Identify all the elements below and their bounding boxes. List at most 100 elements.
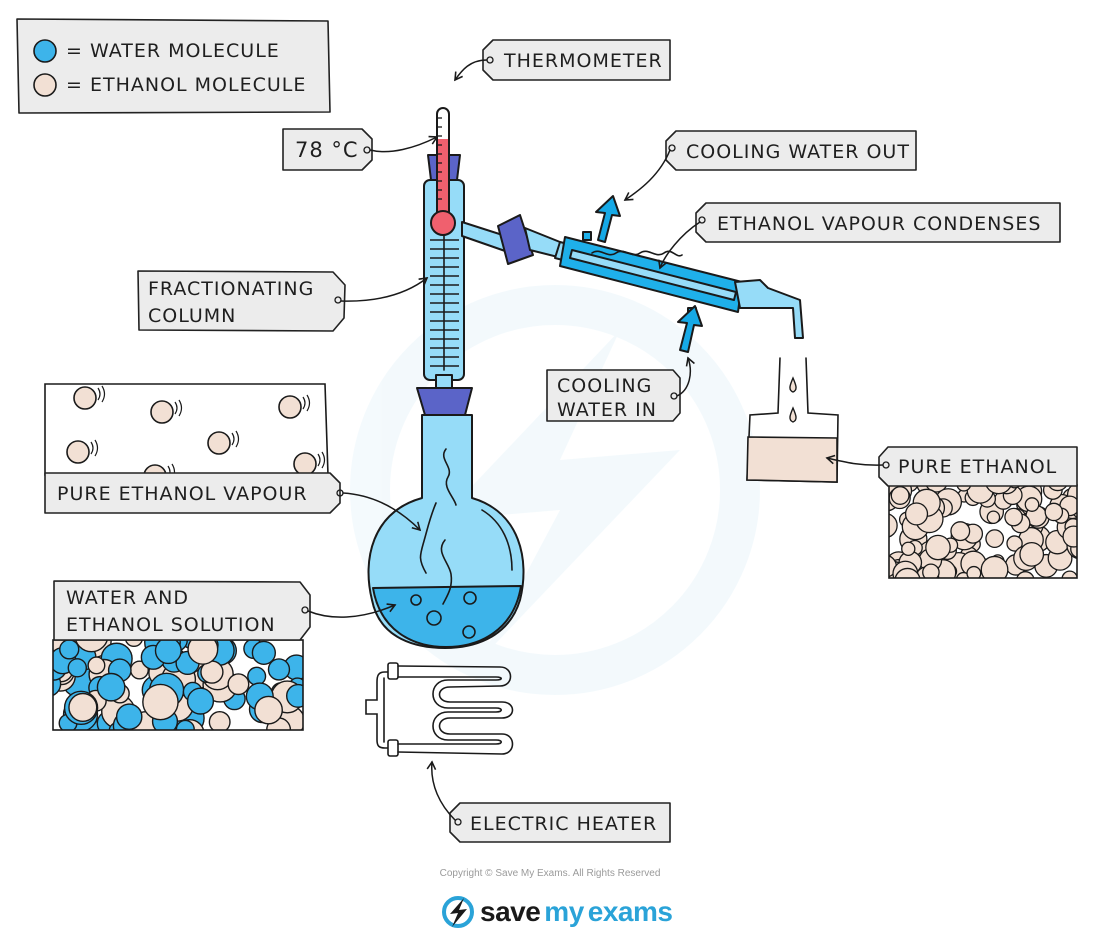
solution-molecule	[68, 692, 98, 722]
ethanol-molecule	[894, 567, 921, 578]
motion-line	[321, 451, 326, 469]
solution-molecule	[285, 683, 303, 708]
solution-molecule	[186, 687, 215, 715]
solution-molecule	[267, 658, 291, 681]
water-in-arrow	[677, 305, 703, 353]
copyright-text: Copyright © Save My Exams. All Rights Re…	[439, 868, 661, 879]
temperature-text: 78 °C	[295, 138, 359, 162]
solution-molecule	[87, 656, 106, 675]
ethanol-molecule-icon	[73, 386, 97, 410]
ethanol-molecule	[904, 502, 929, 526]
solution-molecule	[75, 640, 108, 653]
ethanol-molecule	[889, 513, 898, 538]
solution-molecule	[254, 695, 283, 725]
solution-molecule	[227, 673, 250, 696]
ethanol-molecule	[1016, 571, 1035, 578]
cooling-water-in-line2: WATER IN	[557, 399, 657, 421]
ethanol-molecule	[1044, 502, 1064, 522]
watermark-logo	[350, 285, 760, 695]
motion-line	[97, 387, 101, 401]
round-bottom-flask	[367, 414, 525, 649]
motion-line	[178, 399, 183, 417]
motion-line	[90, 441, 94, 455]
legend: = WATER MOLECULE = ETHANOL MOLECULE	[16, 18, 331, 114]
ethanol-molecule	[966, 565, 982, 578]
solution-text-line2: ETHANOL SOLUTION	[66, 614, 276, 636]
solution-molecule	[67, 658, 88, 678]
solution-molecule	[251, 640, 277, 665]
thermometer-text: THERMOMETER	[503, 50, 663, 72]
ethanol-molecule-icon	[66, 440, 90, 464]
cooling-water-out-text: COOLING WATER OUT	[686, 141, 910, 163]
fractionating-text-line1: FRACTIONATING	[148, 278, 314, 300]
ethanol-vapour-box: PURE ETHANOL VAPOUR	[44, 383, 422, 532]
cooling-water-in-label: COOLING WATER IN	[546, 356, 695, 422]
ethanol-molecule	[980, 555, 1009, 578]
condenser-stopper	[497, 214, 534, 265]
solution-molecule	[208, 710, 231, 730]
water-out-arrow	[595, 195, 621, 243]
logo-word-save: save	[480, 896, 541, 927]
motion-line	[101, 385, 106, 403]
fractionating-column-label: FRACTIONATING COLUMN	[137, 270, 429, 332]
legend-water-label: = WATER MOLECULE	[66, 40, 280, 62]
ethanol-vapour-condenses-label: ETHANOL VAPOUR CONDENSES	[657, 202, 1061, 270]
ethanol-molecule	[925, 534, 951, 561]
ethanol-molecule	[985, 485, 1013, 495]
electric-heater-text: ELECTRIC HEATER	[470, 813, 657, 835]
cooling-water-out-label: COOLING WATER OUT	[623, 130, 917, 201]
ethanol-molecule	[901, 541, 916, 557]
ethanol-molecule-icon	[150, 400, 174, 424]
solution-molecule	[96, 672, 126, 702]
ethanol-molecule-icon	[33, 73, 57, 97]
thermometer	[430, 107, 456, 236]
solution-molecule	[59, 640, 80, 660]
motion-line	[306, 394, 311, 412]
motion-line	[302, 396, 306, 410]
ethanol-molecule	[985, 529, 1005, 549]
collection-vessel	[746, 357, 839, 483]
ethanol-molecule	[1019, 541, 1045, 567]
ethanol-molecule	[890, 486, 910, 505]
solution-molecule	[124, 640, 143, 648]
lightning-logo-icon	[442, 896, 474, 928]
ethanol-molecule	[986, 510, 1001, 525]
ethanol-molecule	[1024, 497, 1040, 512]
motion-line	[231, 432, 235, 446]
electric-heater-label: ELECTRIC HEATER	[426, 760, 671, 843]
ethanol-molecule	[1006, 535, 1023, 552]
ethanol-molecule	[1062, 525, 1077, 548]
motion-line	[94, 439, 99, 457]
liebig-condenser	[524, 227, 804, 339]
ethanol-molecule-icon	[207, 431, 231, 455]
save-my-exams-logo[interactable]: save my exams	[440, 892, 673, 932]
pure-ethanol-vapour-text: PURE ETHANOL VAPOUR	[57, 483, 308, 505]
motion-line	[235, 430, 240, 448]
logo-word-my: my	[544, 896, 584, 927]
thermometer-label: THERMOMETER	[454, 39, 671, 82]
pure-ethanol-text: PURE ETHANOL	[898, 456, 1057, 478]
logo-word-exams: exams	[587, 896, 673, 927]
solution-molecule	[115, 703, 143, 730]
solution-molecule	[154, 640, 182, 665]
solution-molecule	[247, 666, 267, 686]
ethanol-molecule	[922, 563, 940, 578]
legend-ethanol-label: = ETHANOL MOLECULE	[66, 74, 306, 96]
solution-molecule	[142, 683, 179, 721]
solution-text-line1: WATER AND	[66, 587, 189, 609]
motion-line	[317, 453, 321, 467]
cooling-water-in-line1: COOLING	[557, 375, 652, 397]
flask-stopper	[416, 387, 473, 416]
motion-line	[174, 401, 178, 415]
water-molecule-icon	[33, 39, 57, 63]
solution-molecule	[187, 640, 219, 665]
ethanol-molecule	[1061, 570, 1077, 578]
solution-box: WATER AND ETHANOL SOLUTION	[52, 580, 397, 731]
ethanol-molecule	[950, 521, 971, 542]
pure-ethanol-box: PURE ETHANOL	[825, 446, 1078, 579]
ethanol-molecule-icon	[293, 452, 317, 476]
ethanol-molecule	[1004, 507, 1023, 527]
ethanol-vapour-condenses-text: ETHANOL VAPOUR CONDENSES	[717, 213, 1041, 235]
temperature-label: 78 °C	[282, 128, 439, 171]
